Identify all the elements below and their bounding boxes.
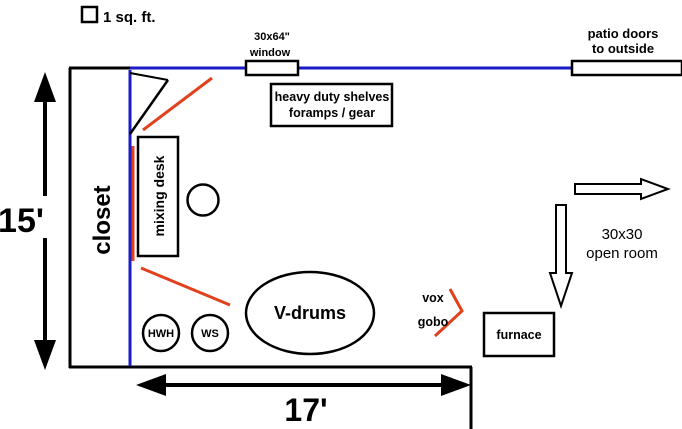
mixing-desk — [136, 135, 180, 258]
patio-label-line1: patio doors — [588, 26, 659, 41]
scale-label: 1 sq. ft. — [103, 9, 156, 26]
height-label-bg — [0, 196, 50, 238]
shelves-box — [269, 82, 394, 128]
window-size: 30x64" — [254, 31, 290, 43]
ws-label: WS — [201, 328, 219, 340]
door-swing-top — [129, 72, 169, 81]
width-arrow-left-icon — [136, 374, 166, 396]
shelves-label-line2: foramps / gear — [289, 106, 375, 120]
scale-square-icon — [80, 5, 99, 24]
stool — [186, 183, 220, 217]
patio-label-line2: to outside — [592, 41, 654, 56]
height-arrow-bottom-icon — [34, 340, 56, 370]
baffle-lower — [140, 266, 231, 307]
window-frame — [244, 59, 300, 77]
gobo-label-line2: gobo — [418, 315, 449, 329]
mixing-desk-label: mixing desk — [151, 155, 167, 236]
open-room-label: open room — [586, 245, 658, 262]
closet-label: closet — [89, 185, 116, 254]
right-arrow-icon — [574, 177, 671, 201]
v-drums — [244, 270, 376, 356]
closet-door — [128, 79, 170, 135]
furnace-label: furnace — [496, 328, 541, 342]
hwh-tank — [141, 313, 181, 353]
ws-tank — [190, 313, 230, 353]
open-room-size: 30x30 — [602, 226, 643, 243]
gobo-label-line1: vox — [422, 291, 444, 305]
width-arrow-right-icon — [441, 374, 471, 396]
patio-doors — [570, 59, 682, 77]
v-drums-label: V-drums — [274, 303, 346, 323]
hwh-label: HWH — [148, 328, 174, 340]
baffle-upper — [142, 76, 213, 132]
vox-gobo-baffle — [433, 288, 464, 338]
height-label: 15' — [0, 202, 44, 240]
height-arrow-top-icon — [34, 72, 56, 102]
down-arrow-icon — [548, 204, 574, 310]
width-label: 17' — [284, 392, 327, 428]
furnace — [482, 311, 556, 358]
window-label: window — [249, 47, 291, 59]
shelves-label-line1: heavy duty shelves — [275, 90, 390, 104]
